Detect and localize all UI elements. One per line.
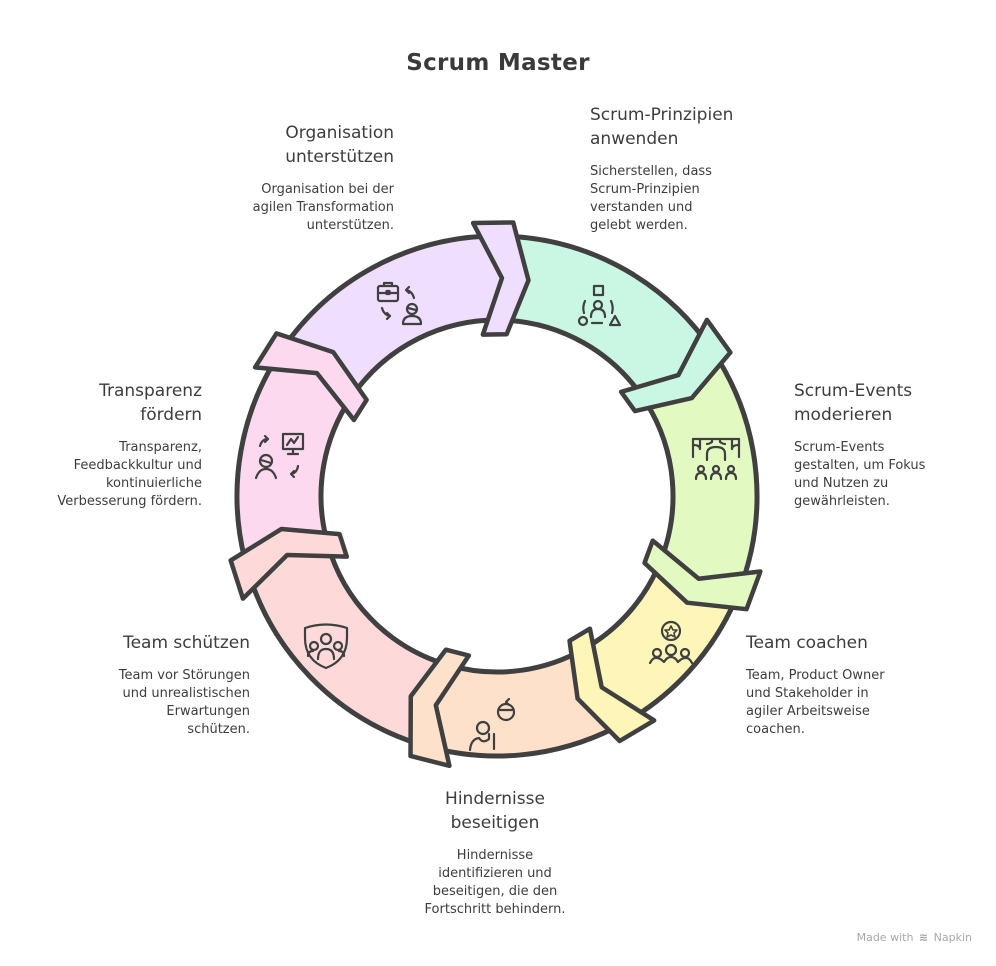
ring-segment-events xyxy=(644,354,757,598)
ring-edge xyxy=(284,233,505,346)
segment-connector-arrow xyxy=(642,538,763,612)
team-star-icon xyxy=(648,620,694,665)
diagram-title: Scrum Master xyxy=(406,50,590,76)
napkin-logo-icon: ≋ xyxy=(918,931,929,944)
presentation-audience-icon xyxy=(691,437,741,481)
segment-connector-arrow xyxy=(252,331,369,423)
shield-team-icon xyxy=(303,623,349,670)
segment-connector-arrow xyxy=(408,647,472,769)
made-with-napkin-footer: Made with ≋ Napkin xyxy=(856,931,972,944)
person-chart-exchange-icon xyxy=(254,432,305,480)
segment-connector-arrow xyxy=(618,317,733,414)
ring-segment-prinzipien xyxy=(503,236,716,401)
briefcase-person-exchange-icon xyxy=(376,281,423,326)
ring-edge xyxy=(234,348,284,562)
segment-connector-arrow xyxy=(567,626,657,744)
ring-segment-hindernisse xyxy=(420,651,620,756)
ring-edge xyxy=(325,542,446,666)
segment-connector-arrow xyxy=(228,526,350,601)
ring-edge xyxy=(503,317,646,401)
ring-edge xyxy=(714,355,760,596)
ring-edge xyxy=(508,233,716,354)
segment-connector-arrow xyxy=(470,220,531,337)
ring-edge xyxy=(422,725,618,759)
person-refresh-icon xyxy=(468,697,516,752)
segment-heading: Team coachen xyxy=(746,633,868,653)
ring-segment-organisation xyxy=(284,236,507,396)
segment-heading: Team schützen xyxy=(123,633,250,653)
ring-edge xyxy=(244,565,420,746)
ring-edge xyxy=(352,317,503,396)
ring-edge xyxy=(643,400,676,565)
ring-edge xyxy=(318,395,354,542)
shapes-person-icon xyxy=(577,284,622,327)
